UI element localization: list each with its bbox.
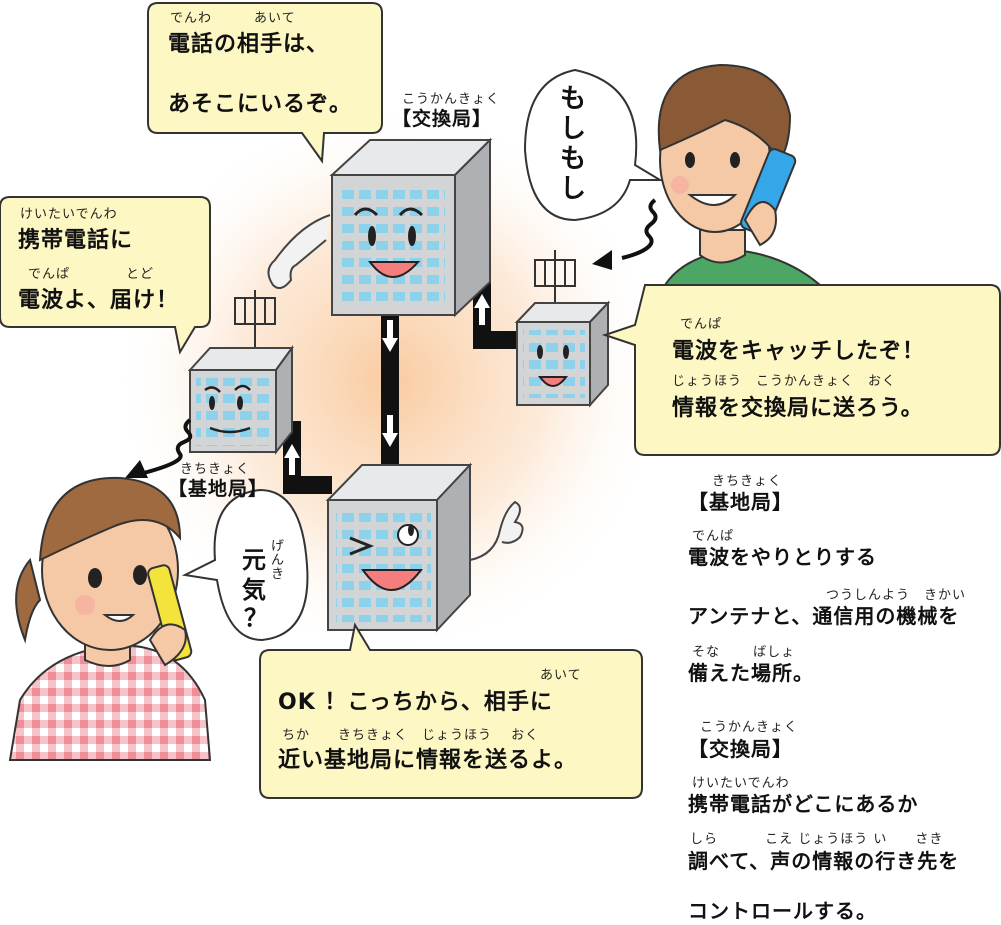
- base-label: 【基地局】: [168, 478, 269, 500]
- exchange-bubble-line2: あそこにいるぞ。: [168, 92, 353, 117]
- legend-exchange-line1: 携帯電話がどこにあるか: [688, 792, 919, 816]
- exchange-bubble-ruby: でんわ あいて: [170, 11, 296, 26]
- legend-base-line2: アンテナと、通信用の機械を: [688, 604, 960, 628]
- mobile-bubble-ruby2: でんぱ とど: [28, 267, 155, 282]
- legend-base-ruby: きちきょく: [712, 474, 783, 489]
- base-right-bubble-line2: 情報を交換局に送ろう。: [672, 396, 924, 421]
- bubble-moshimoshi-shape: [523, 68, 664, 222]
- legend-exchange-ruby3: しら こえ じょうほう い さき: [690, 832, 944, 847]
- legend-exchange-line3: コントロールする。: [688, 899, 877, 923]
- legend-base-ruby4: そな ばしょ: [692, 645, 796, 660]
- mobile-bubble-line1: 携帯電話に: [18, 228, 134, 253]
- moshimoshi-text: もしもし: [560, 84, 588, 204]
- base-right-bubble-ruby1: でんぱ: [680, 317, 723, 332]
- bubble-genki-shape: [181, 488, 309, 642]
- exchange-building-bottom: [325, 462, 524, 633]
- exchange-bottom-ruby2: ちか きちきょく じょうほう おく: [282, 728, 540, 743]
- exchange-bottom-ruby1: あいて: [540, 668, 582, 683]
- genki-char1: 元: [242, 546, 267, 574]
- bubble-exchange-shape: [147, 2, 383, 164]
- base-station-left: [187, 290, 294, 455]
- genki-char2: 気: [242, 576, 267, 604]
- legend-base-line3: 備えた場所。: [688, 661, 814, 685]
- base-right-bubble-ruby2: じょうほう こうかんきょく おく: [672, 374, 897, 389]
- legend-base-ruby3: つうしんよう きかい: [826, 588, 967, 603]
- legend-base-title: 【基地局】: [688, 490, 793, 514]
- mobile-bubble-ruby1: けいたいでんわ: [20, 207, 118, 222]
- legend-exchange-title: 【交換局】: [688, 737, 793, 761]
- radio-wave-left: [139, 418, 193, 476]
- genki-char3: ？: [244, 604, 269, 632]
- radio-wave-right: [621, 198, 658, 260]
- data-arrows: [284, 294, 490, 475]
- bubble-base-right-shape: [601, 284, 1001, 456]
- exchange-bottom-line1: OK ！こっちから、相手に: [278, 690, 553, 715]
- girl-caller: [8, 476, 212, 761]
- boy-caller: [657, 63, 821, 296]
- legend-base-line1: 電波をやりとりする: [688, 545, 877, 569]
- exchange-label: 【交換局】: [392, 108, 493, 130]
- mobile-bubble-line2: 電波よ、届け！: [18, 288, 180, 313]
- legend-exchange-ruby2: けいたいでんわ: [692, 776, 790, 791]
- radio-wave-right-arrow: [592, 250, 612, 270]
- radio-wave-left-arrow: [125, 460, 148, 478]
- exchange-bubble-line1: 電話の相手は、: [168, 32, 330, 57]
- legend-exchange-ruby: こうかんきょく: [700, 720, 799, 735]
- legend-exchange-line2: 調べて、声の情報の行き先を: [688, 849, 960, 873]
- exchange-building-top: [267, 137, 493, 318]
- base-right-bubble-line1: 電波をキャッチしたぞ！: [672, 339, 926, 364]
- base-label-ruby: きちきょく: [180, 462, 251, 477]
- legend-base-ruby2: でんぱ: [692, 529, 735, 544]
- bubble-mobile-shape: [0, 196, 211, 355]
- bubble-exchange-bottom-shape: [259, 622, 643, 799]
- genki-ruby: げんき: [271, 539, 286, 582]
- exchange-label-ruby: こうかんきょく: [402, 92, 501, 107]
- base-station-right: [514, 250, 611, 408]
- exchange-bottom-line2: 近い基地局に情報を送るよ。: [278, 748, 578, 773]
